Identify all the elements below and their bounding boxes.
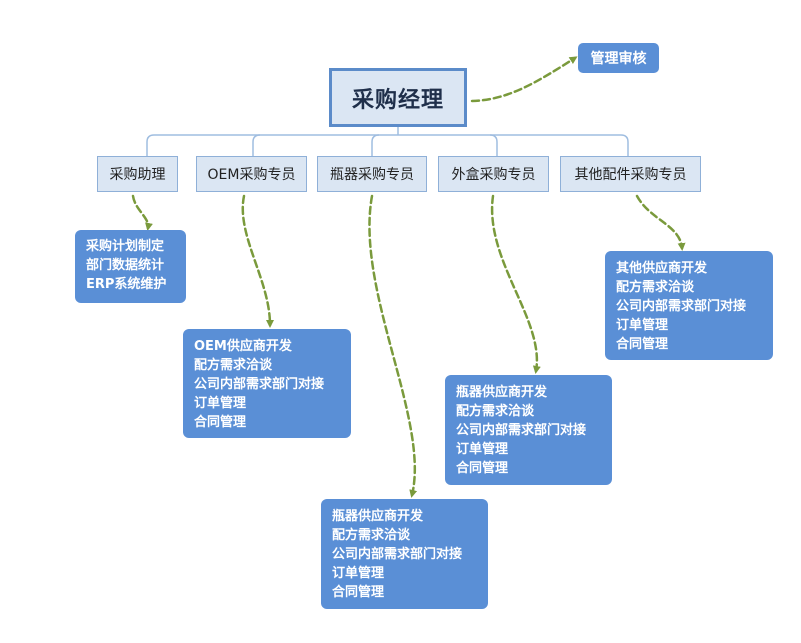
arrow-bottle-duties: [368, 194, 418, 498]
duty-box-other: 其他供应商开发 配方需求洽谈 公司内部需求部门对接 订单管理 合同管理: [605, 251, 773, 360]
role-box-other: 其他配件采购专员: [560, 156, 701, 192]
duty-item: 合同管理: [456, 461, 509, 476]
arrow-box-duties: [490, 194, 541, 374]
duty-item: 公司内部需求部门对接: [616, 299, 747, 314]
dashed-arrows: [131, 56, 686, 498]
duty-item: 公司内部需求部门对接: [456, 423, 587, 438]
arrow-to-review: [470, 56, 578, 103]
duty-box-bottle: 瓶器供应商开发 配方需求洽谈 公司内部需求部门对接 订单管理 合同管理: [321, 499, 488, 609]
duty-item: 合同管理: [616, 337, 669, 352]
role-label: 采购助理: [109, 167, 166, 183]
manager-box: 采购经理: [329, 68, 467, 127]
duty-item: 瓶器供应商开发: [456, 385, 548, 400]
duty-box-assistant: 采购计划制定 部门数据统计 ERP系统维护: [75, 230, 186, 303]
arrow-other-duties: [635, 194, 686, 251]
manager-label: 采购经理: [351, 87, 444, 113]
role-box-box: 外盒采购专员: [438, 156, 549, 192]
duty-item: 部门数据统计: [86, 258, 165, 273]
duty-box-box: 瓶器供应商开发 配方需求洽谈 公司内部需求部门对接 订单管理 合同管理: [445, 375, 612, 485]
role-drop-line-2: [252, 134, 261, 156]
review-box: 管理审核: [578, 43, 659, 73]
duty-item: 公司内部需求部门对接: [332, 547, 463, 562]
role-label: 瓶器采购专员: [330, 167, 414, 183]
duty-item: 订单管理: [456, 442, 509, 457]
role-box-bottle: 瓶器采购专员: [317, 156, 427, 192]
duty-item: 公司内部需求部门对接: [194, 377, 325, 392]
duty-item: 采购计划制定: [86, 239, 165, 254]
duty-item: 合同管理: [332, 585, 385, 600]
arrow-assistant-duties: [131, 194, 153, 231]
duty-box-oem: OEM供应商开发 配方需求洽谈 公司内部需求部门对接 订单管理 合同管理: [183, 329, 351, 438]
duty-item: 配方需求洽谈: [332, 528, 411, 543]
review-label: 管理审核: [590, 51, 647, 67]
duty-item: OEM供应商开发: [194, 339, 292, 354]
role-label: 其他配件采购专员: [574, 167, 687, 183]
duty-item: ERP系统维护: [86, 277, 167, 292]
duty-item: 其他供应商开发: [616, 261, 708, 276]
duty-item: 配方需求洽谈: [194, 358, 273, 373]
role-box-oem: OEM采购专员: [196, 156, 307, 192]
role-drop-line-3: [371, 134, 380, 156]
arrow-oem-duties: [241, 194, 274, 328]
duty-item: 订单管理: [332, 566, 385, 581]
role-label: 外盒采购专员: [451, 167, 536, 183]
duty-item: 配方需求洽谈: [616, 280, 695, 295]
duty-item: 订单管理: [616, 318, 669, 333]
duty-item: 合同管理: [194, 415, 247, 430]
role-box-assistant: 采购助理: [97, 156, 178, 192]
role-label: OEM采购专员: [207, 167, 296, 183]
tree-connectors: [146, 127, 629, 156]
role-drop-line-4: [489, 134, 498, 156]
role-bus-line: [146, 134, 629, 156]
duty-item: 配方需求洽谈: [456, 404, 535, 419]
duty-item: 订单管理: [194, 396, 247, 411]
duty-item: 瓶器供应商开发: [332, 509, 424, 524]
